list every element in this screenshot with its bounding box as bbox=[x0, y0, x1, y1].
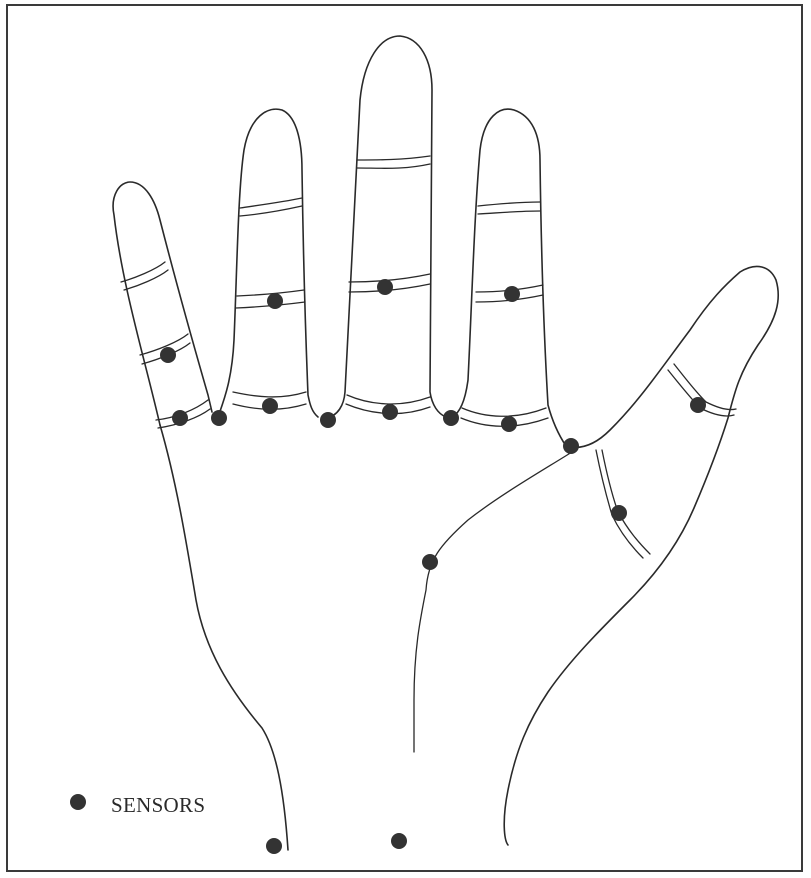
sensor-middle-pip bbox=[377, 279, 393, 295]
sensor-index-pip bbox=[504, 286, 520, 302]
sensor-index-mcp bbox=[501, 416, 517, 432]
sensor-ring-middle-web bbox=[320, 412, 336, 428]
palm-creases bbox=[414, 450, 650, 752]
sensor-middle-mcp bbox=[382, 404, 398, 420]
joint-creases bbox=[121, 156, 736, 428]
sensor-ring-pip bbox=[267, 293, 283, 309]
sensor-thumb-ip bbox=[690, 397, 706, 413]
sensor-ring-mcp bbox=[262, 398, 278, 414]
index-finger-outline bbox=[452, 109, 566, 446]
sensors bbox=[70, 279, 706, 854]
sensor-wrist-ulnar bbox=[266, 838, 282, 854]
thenar-crease bbox=[414, 452, 572, 752]
legend-label: SENSORS bbox=[111, 793, 205, 818]
sensor-palm bbox=[422, 554, 438, 570]
little-finger-outline bbox=[113, 182, 212, 425]
sensor-little-ring-web bbox=[211, 410, 227, 426]
sensor-little-dip bbox=[160, 347, 176, 363]
sensor-thumb-mcp bbox=[611, 505, 627, 521]
thumb-base-crease-a bbox=[596, 450, 643, 558]
sensor-index-thumb-web bbox=[563, 438, 579, 454]
legend-sensor-marker bbox=[70, 794, 86, 810]
ring-finger-outline bbox=[218, 109, 318, 417]
sensor-little-pip bbox=[172, 410, 188, 426]
sensor-middle-index-web bbox=[443, 410, 459, 426]
palm-left-edge bbox=[160, 425, 288, 850]
middle-finger-outline bbox=[326, 36, 446, 418]
sensor-wrist-radial bbox=[391, 833, 407, 849]
hand-outline bbox=[113, 36, 778, 850]
